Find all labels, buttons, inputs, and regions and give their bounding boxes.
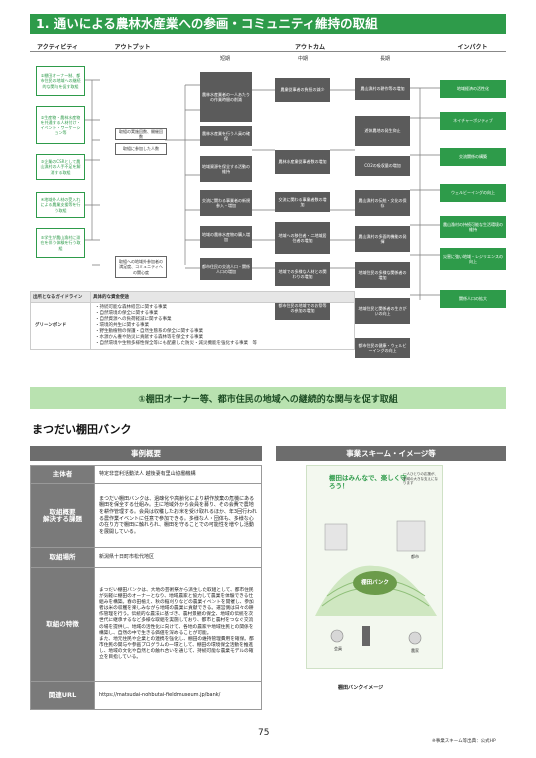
guideline-item: ・水源かん養や防災に貢献する森林等を保全する事業 — [95, 335, 203, 340]
guideline-header-use: 具体的な資金使途 — [90, 291, 355, 303]
scheme-city-label: 都市 — [411, 554, 419, 559]
case-info-table: 主体者 特定非営利活動法人 越後妻有里山協働機構 取組概要 解決する課題 まつだ… — [30, 465, 262, 710]
guideline-item: ・環境的共生に関する事業 — [95, 323, 149, 328]
page-title: 1. 通いによる農林水産業への参画・コミュニティ維持の取組 — [30, 14, 506, 34]
impact-box: 地域経済の活性化 — [440, 80, 506, 98]
outcome-long-box: 農山漁村の伝統・文化の保存 — [355, 190, 410, 216]
outcome-long-box: 遊休農地の発生抑止 — [355, 116, 410, 146]
guideline-name: グリーンボンド — [30, 302, 91, 350]
impact-box: 交流関係の構築 — [440, 148, 506, 166]
impact-box: ネイチャーポジティブ — [440, 112, 506, 130]
guideline-header-source: 出所となるガイドライン — [30, 291, 91, 303]
impact-box: 関係人口の拡大 — [440, 290, 506, 308]
outcome-long-box: 農山漁村の耕作等の増加 — [355, 78, 410, 100]
impact-box: 災害に強い地域・レジリエンスの向上 — [440, 248, 506, 270]
scheme-center-label: 棚田バンク — [361, 580, 389, 586]
outcome-long-box: 地域住民と関係者の生きがいの向上 — [355, 298, 410, 324]
activity-box: ⑤学生が農山漁村に滞在を伴う体験を行う取組 — [36, 228, 85, 258]
outcome-mid-box: 交流に関わる事業者数の増加 — [275, 192, 330, 212]
row-key: 取組の特徴 — [30, 567, 95, 682]
row-value: まつだい棚田バンクは、大地の芸術祭から派生した取組として、都市住民が気軽に棚田の… — [94, 567, 262, 682]
scheme-header: 事業スキーム・イメージ等 — [276, 446, 506, 461]
output-box: 取組に参加した人数 — [115, 143, 167, 155]
activity-box: ④地域外人材の受入れによる農業支援等を行う取組 — [36, 192, 85, 218]
row-key: 主体者 — [30, 465, 95, 484]
scheme-caption: 棚田バンクイメージ — [338, 685, 384, 691]
row-key: 取組概要 解決する課題 — [30, 483, 95, 548]
guideline-item: ・持続可能な森林経営に関する事業 — [95, 305, 167, 310]
guideline-item: ・野生動植物の保護・自然生態系の保全に関する事業 — [95, 329, 203, 334]
guideline-table: 出所となるガイドライン 具体的な資金使途 グリーンボンド ・持続可能な森林経営に… — [30, 291, 355, 350]
outcome-long-box: CO2の吸収量の増加 — [355, 156, 410, 176]
impact-box: 農山漁村の持続可能な生活環境の維持 — [440, 216, 506, 238]
guideline-item: ・自然環境の保全に関する事業 — [95, 311, 158, 316]
outcome-short-box: 都市住民の交流人口・関係人口の増加 — [200, 258, 252, 280]
outcome-long-box: 農山漁村の多面的機能の発揮 — [355, 226, 410, 252]
column-output: アウトプット — [114, 44, 151, 51]
output-box: 取組の実施回数、開催回数 — [115, 128, 167, 140]
outcome-mid-box: 地域での多様な人材との関わりの増加 — [275, 262, 330, 286]
outcome-mid-box: 農業従事者の負担の減少 — [275, 78, 330, 102]
column-divider — [30, 51, 506, 52]
flow-connectors — [85, 79, 440, 300]
activity-box: ②生産物・農林水産物を共通する人材付け・イベント・ワーケーション等 — [36, 106, 85, 144]
outcome-short-box: 農林水産業を行う人員の確保 — [200, 126, 252, 146]
scheme-side-note: 一人ひとりの応援が、地域の大きな支えになります — [403, 472, 438, 485]
output-box: 取組への地域外参加者の満足度、コミュニティへの関心度 — [115, 256, 167, 278]
related-url-link[interactable]: https://matsudai-nohbutai-fieldmuseum.jp… — [94, 681, 262, 710]
row-key: 関連URL — [30, 681, 95, 710]
outcome-mid-box: 農林水産業従事者数の増加 — [275, 150, 330, 174]
outcome-mid-box: 地域への移住者・二地域居住者の増加 — [275, 222, 330, 254]
scheme-farmer-label: 農家 — [411, 648, 419, 653]
column-impact: インパクト — [457, 44, 488, 51]
column-outcome: アウトカム — [294, 44, 325, 51]
page-number: 75 — [258, 728, 270, 738]
row-value: まつだい棚田バンクは、過疎化や高齢化により耕作放棄の危機にある棚田を保全する仕組… — [94, 483, 262, 548]
row-value: 新潟県十日町市松代地区 — [94, 547, 262, 568]
activity-box: ③企業のCSRとして農山漁村の人手不足を解消する取組 — [36, 154, 85, 180]
impact-box: ウェルビーイングの向上 — [440, 184, 506, 202]
row-value: 特定非営利活動法人 越後妻有里山協働機構 — [94, 465, 262, 484]
scheme-drawing — [307, 466, 442, 668]
activity-box: ①棚田オーナー制、都市住民の地域への継続的な関与を促す取組 — [36, 66, 85, 96]
column-mid: 中期 — [297, 56, 308, 62]
scheme-owner-label: 会員 — [334, 646, 342, 651]
outcome-short-box: 農林水産業者の一人あたりの作業時間の削減 — [200, 72, 252, 122]
scheme-illustration: 棚田はみんなで、楽しく守ろう！ 一人ひとりの応援が、地域の大きな支えになります … — [306, 465, 443, 669]
row-key: 取組場所 — [30, 547, 95, 568]
column-short: 短期 — [219, 56, 230, 62]
source-note: ※事業スキーム等出典：公式HP — [432, 739, 496, 744]
column-long: 長期 — [379, 56, 390, 62]
outcome-short-box: 地域資源を保全する活動の維持 — [200, 156, 252, 182]
outcome-long-box: 地域住民の多様な関係者の増加 — [355, 262, 410, 288]
case-banner: ①棚田オーナー等、都市住民の地域への継続的な関与を促す取組 — [30, 387, 506, 409]
case-overview-header: 事例概要 — [30, 446, 262, 461]
outcome-long-box: 都市住民の健康・ウェルビーイングの向上 — [355, 338, 410, 358]
column-activity: アクティビティ — [37, 44, 78, 51]
case-title: まつだい棚田バンク — [32, 423, 132, 436]
scheme-headline: 棚田はみんなで、楽しく守ろう！ — [329, 474, 407, 490]
outcome-short-box: 地域の農林水産物の購入増加 — [200, 226, 252, 248]
outcome-short-box: 交流に関わる事業者の新規参入・増加 — [200, 190, 252, 216]
guideline-items: ・持続可能な森林経営に関する事業 ・自然環境の保全に関する事業 ・自然資源への負… — [90, 302, 355, 350]
guideline-item: ・自然環境や生物多様性保全等にも配慮した防災・減災機能を強化する事業 等 — [95, 341, 257, 346]
guideline-item: ・自然資源への負荷軽減に関する事業 — [95, 317, 172, 322]
